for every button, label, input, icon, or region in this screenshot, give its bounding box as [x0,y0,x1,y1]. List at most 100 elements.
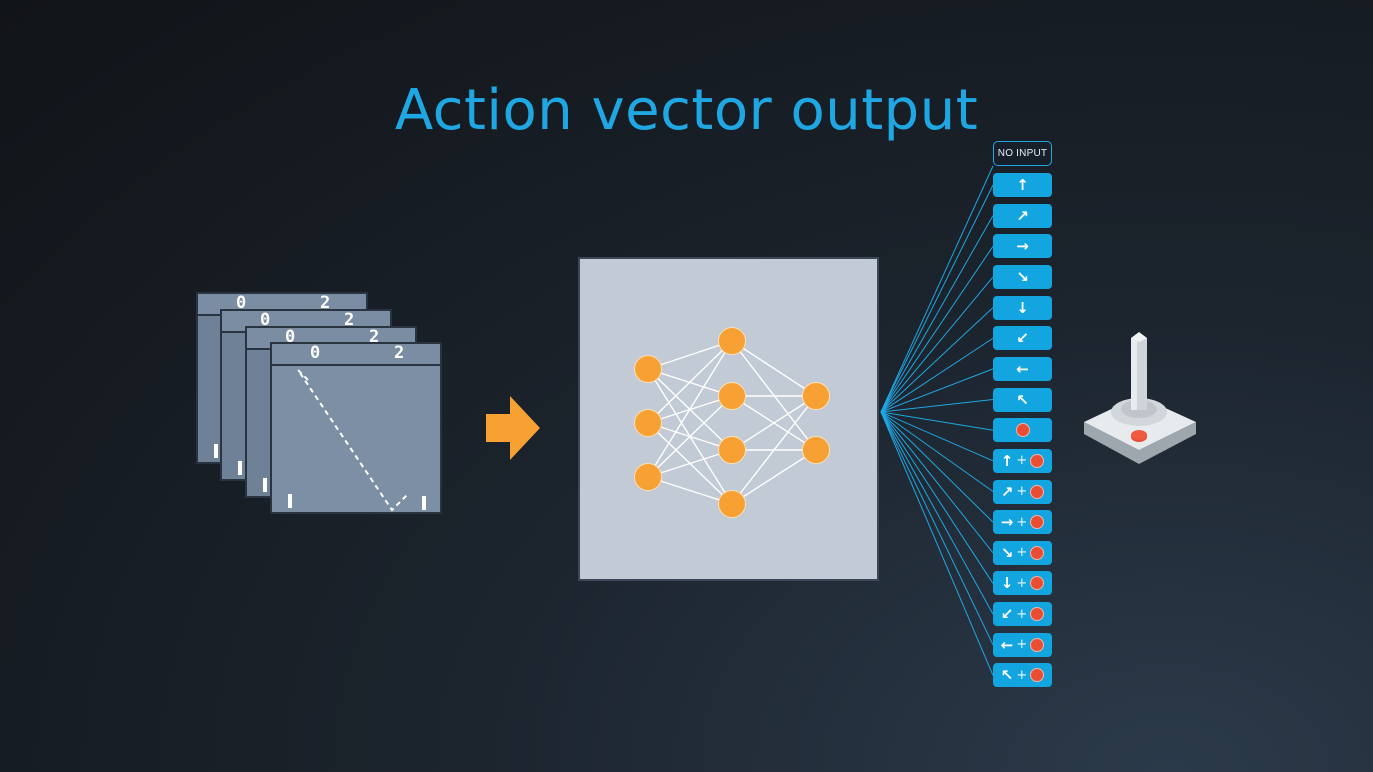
fire-button-icon [1030,576,1045,591]
joystick-icon [1084,332,1196,464]
plus-sign: + [1016,637,1028,653]
score-right: 2 [369,327,380,347]
fire-button-icon [1030,607,1045,622]
action-arrow-left: ← [993,356,1052,381]
arrow-left-icon: ← [1000,635,1014,654]
connection-line [880,246,994,413]
plus-sign: + [1016,453,1028,469]
plus-sign: + [1016,575,1028,591]
network-node [718,382,746,410]
plus-sign: + [1016,606,1028,622]
action-no-input: NO INPUT [993,141,1052,166]
arrow-up-icon: ↑ [1016,176,1029,194]
paddle-right [422,496,426,510]
network-node [634,355,662,383]
connection-line [880,276,994,413]
fire-button-icon [1030,637,1045,652]
network-node [718,327,746,355]
arrow-right-icon: → [1000,513,1014,532]
score-right: 2 [394,343,405,363]
paddle-left [288,494,292,508]
network-edge [647,395,733,478]
arrow-left-icon: ← [1016,359,1029,378]
neural-network-panel [578,257,879,581]
action-arrow-up-right: ↗ [993,203,1052,228]
connection-line [880,307,994,413]
connection-line [880,337,994,413]
arrow-down-icon: ↓ [1000,574,1014,593]
arrow-down-right-icon: ↘ [1016,267,1029,286]
action-arrow-up-fire: ↑+ [993,448,1052,473]
network-node [718,490,746,518]
action-arrow-right-fire: →+ [993,510,1052,535]
arrow-right-icon [486,396,540,460]
arrow-right-icon: → [1016,237,1029,256]
score-left: 0 [285,327,296,347]
network-edge [647,476,733,505]
connection-line [880,411,994,523]
arrow-down-left-icon: ↙ [1000,605,1014,624]
action-fire-button [993,418,1052,443]
connection-line [880,411,994,676]
action-arrow-up: ↑ [993,173,1052,197]
fire-button-icon [1030,668,1045,683]
network-node [802,436,830,464]
action-arrow-down: ↓ [993,295,1052,320]
action-arrow-right: → [993,234,1052,259]
paddle-left [238,461,242,475]
action-arrow-down-right-fire: ↘+ [993,540,1052,565]
arrow-up-left-icon: ↖ [1016,390,1029,409]
network-edge [647,449,733,478]
score-left: 0 [310,343,321,363]
connection-line [880,399,994,413]
network-edge [731,340,817,397]
network-node [634,463,662,491]
connection-line [880,411,994,554]
page-title: Action vector output [394,78,979,143]
action-arrow-down-fire: ↓+ [993,571,1052,596]
arrow-down-right-icon: ↘ [1000,543,1014,562]
network-edge [647,340,733,424]
arrow-up-right-icon: ↗ [1016,206,1029,225]
arrow-down-icon: ↓ [1016,298,1029,317]
action-arrow-up-left: ↖ [993,387,1052,412]
action-arrow-down-left-fire: ↙+ [993,602,1052,627]
arrow-up-icon: ↑ [1000,451,1014,470]
fire-button-icon [1030,545,1045,560]
network-node [802,382,830,410]
fire-button-icon [1030,515,1045,530]
fire-button-icon [1015,423,1030,438]
network-edge [731,395,817,505]
network-node [718,436,746,464]
score-right: 2 [320,293,331,313]
neural-network-diagram [634,327,830,518]
network-edge [731,449,817,505]
connection-line [880,184,994,413]
fire-button-icon [1030,484,1045,499]
connection-line [880,411,994,492]
connection-line [880,411,994,645]
plus-sign: + [1016,514,1028,530]
paddle-left [214,444,218,458]
score-left: 0 [236,293,247,313]
arrow-down-left-icon: ↙ [1016,329,1029,348]
arrow-up-left-icon: ↖ [1000,666,1014,685]
action-arrow-left-fire: ←+ [993,632,1052,657]
arrow-up-right-icon: ↗ [1000,482,1014,501]
action-arrow-up-right-fire: ↗+ [993,479,1052,504]
connection-line [880,411,994,584]
connection-line [880,165,994,413]
connection-line [880,411,994,462]
network-edge [731,395,817,451]
score-right: 2 [344,310,355,330]
connection-line [880,411,994,615]
plus-sign: + [1016,484,1028,499]
action-arrow-down-left: ↙ [993,326,1052,351]
action-arrow-up-left-fire: ↖+ [993,663,1052,688]
network-edge [647,340,733,478]
connection-line [880,215,994,413]
score-left: 0 [260,310,271,330]
